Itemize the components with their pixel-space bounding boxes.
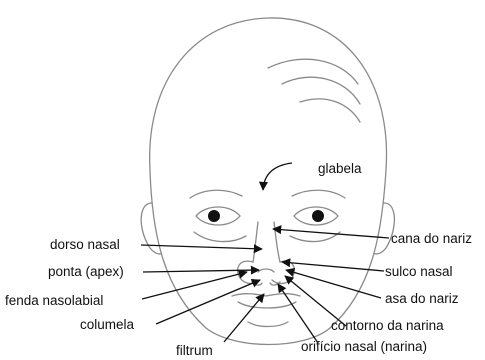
label-ponta-apex: ponta (apex) [48,264,124,279]
label-contorno-da-narina: contorno da narina [331,318,444,333]
label-cana-do-nariz: cana do nariz [391,231,472,246]
label-orificio-nasal: orifício nasal (narina) [301,339,427,354]
label-fenda-nasolabial: fenda nasolabial [5,293,103,308]
left-pupil [208,210,220,222]
label-glabela: glabela [318,161,362,176]
label-columela: columela [80,317,135,332]
right-pupil [312,210,324,222]
label-sulco-nasal: sulco nasal [385,264,453,279]
label-filtrum: filtrum [176,343,213,358]
baby-face-illustration [141,18,394,345]
label-asa-do-nariz: asa do nariz [385,291,459,306]
label-dorso-nasal: dorso nasal [50,237,120,252]
